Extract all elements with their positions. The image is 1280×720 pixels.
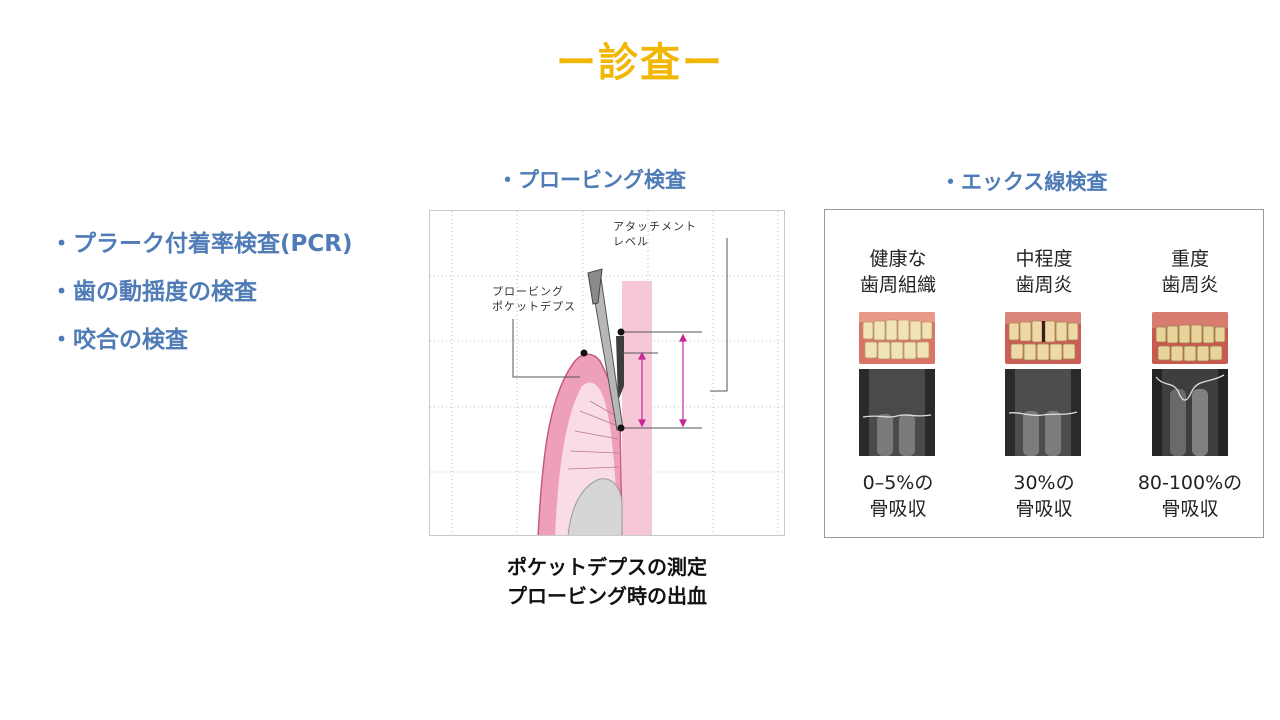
probing-depth-label: プロービング ポケットデプス xyxy=(492,284,576,314)
probing-diagram: アタッチメント レベル プロービング ポケットデプス xyxy=(429,210,785,536)
gum-fibers xyxy=(567,400,620,470)
xray-image-healthy xyxy=(859,369,935,456)
probing-illustration xyxy=(430,211,784,535)
bone-loss-label: 30%の 骨吸収 xyxy=(1013,472,1075,520)
teeth-photo-healthy xyxy=(859,312,935,364)
probing-caption: ポケットデプスの測定 プロービング時の出血 xyxy=(429,553,785,611)
xray-section-label: ・エックス線検査 xyxy=(940,170,1108,194)
xray-image-moderate xyxy=(1005,369,1081,456)
tooth-surface xyxy=(622,281,652,535)
attachment-level-label: アタッチメント レベル xyxy=(613,219,697,249)
bone-loss-label: 80-100%の 骨吸収 xyxy=(1137,472,1243,520)
stage-moderate: 中程度 歯周炎 xyxy=(971,210,1117,537)
xray-panel: 健康な 歯周組織 xyxy=(824,209,1264,538)
measurement-markers xyxy=(638,333,687,428)
attachment-level-text: アタッチメント レベル xyxy=(613,220,697,248)
bone-loss-label: 0–5%の 骨吸収 xyxy=(862,472,934,520)
stage-title: 健康な 歯周組織 xyxy=(859,248,936,296)
teeth-photo-moderate xyxy=(1005,312,1081,364)
exam-list: ・プラーク付着率検査(PCR) ・歯の動揺度の検査 ・咬合の検査 xyxy=(50,228,352,372)
stage-healthy: 健康な 歯周組織 xyxy=(825,210,971,537)
probing-section-label: ・プロービング検査 xyxy=(497,168,686,192)
probing-depth-text: プロービング ポケットデプス xyxy=(492,285,576,313)
exam-item-occlusion: ・咬合の検査 xyxy=(50,327,188,353)
exam-item-pcr: ・プラーク付着率検査(PCR) xyxy=(50,231,353,257)
reference-lines xyxy=(512,238,728,429)
xray-image-severe xyxy=(1152,369,1228,456)
teeth-photo-severe xyxy=(1152,312,1228,364)
alveolar-bone xyxy=(567,478,623,535)
stage-title: 重度 歯周炎 xyxy=(1161,248,1219,296)
tooth-dark-area xyxy=(616,336,624,401)
slide-title: ー診査ー xyxy=(556,40,724,86)
landmark-dots xyxy=(580,328,625,432)
stage-severe: 重度 歯周炎 xyxy=(1117,210,1263,537)
exam-item-mobility: ・歯の動揺度の検査 xyxy=(50,279,257,305)
stage-title: 中程度 歯周炎 xyxy=(1015,248,1073,296)
probing-caption-text: ポケットデプスの測定 プロービング時の出血 xyxy=(507,555,707,608)
